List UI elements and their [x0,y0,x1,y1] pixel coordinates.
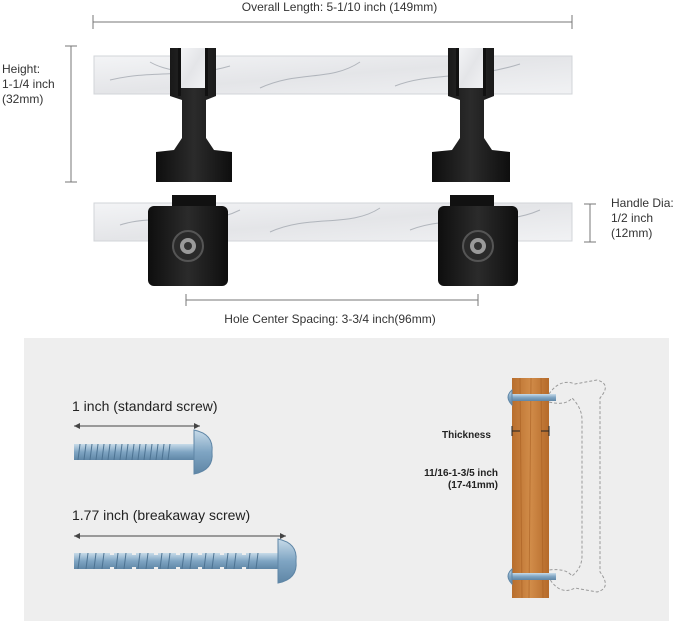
standard-screw-image [74,423,213,475]
screw-panel [24,338,669,621]
height-dimension [65,45,77,183]
breakaway-screw-label: 1.77 inch (breakaway screw) [72,507,251,523]
height-mm: (32mm) [2,92,44,106]
door-thickness-illustration [507,377,606,599]
hole-spacing-dimension [185,294,479,306]
thickness-range-inch: 11/16-1-3/5 inch [424,468,498,479]
overall-length-dimension [92,15,573,29]
handle-side-view [93,48,573,182]
height-title: Height: [2,62,41,76]
thickness-title: Thickness [442,430,491,441]
handle-dia-mm: (12mm) [611,226,653,240]
thickness-range-mm: (17-41mm) [447,480,498,491]
handle-top-view [93,195,573,286]
breakaway-screw-image [74,533,297,584]
standard-screw-label: 1 inch (standard screw) [72,398,218,414]
handle-dia-dimension [584,203,596,243]
hole-spacing-label: Hole Center Spacing: 3-3/4 inch(96mm) [224,312,436,326]
height-inch: 1-1/4 inch [2,77,55,91]
handle-dia-title: Handle Dia: [611,196,674,210]
handle-dia-inch: 1/2 inch [611,211,654,225]
overall-length-label: Overall Length: 5-1/10 inch (149mm) [241,0,438,14]
